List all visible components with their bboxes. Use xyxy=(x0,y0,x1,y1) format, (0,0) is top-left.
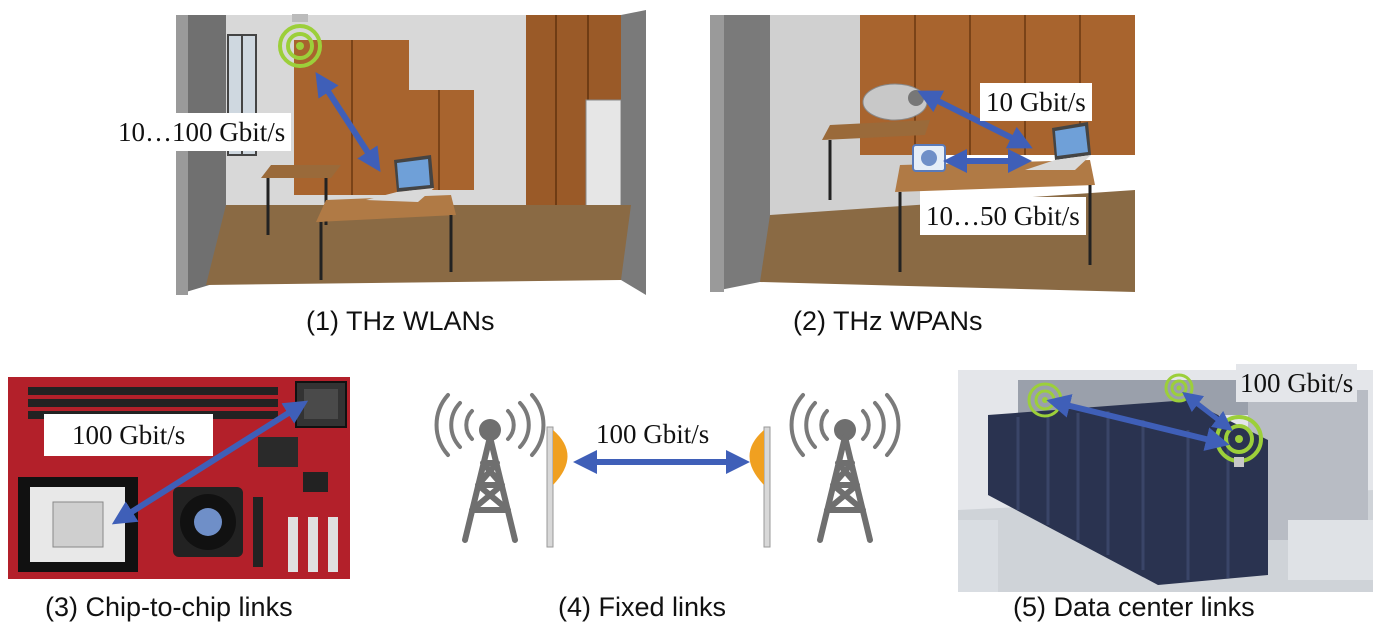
datacenter-caption: (5) Data center links xyxy=(1013,592,1255,622)
wpan-rate-label-disk: 10…50 Gbit/s xyxy=(920,197,1086,235)
right-antenna-tower-icon xyxy=(789,393,901,543)
datacenter-rate-label: 100 Gbit/s xyxy=(1236,364,1358,402)
left-antenna-tower-icon xyxy=(434,393,546,543)
wpan-rate-label-projector: 10 Gbit/s xyxy=(980,83,1092,121)
wpan-scene xyxy=(710,10,1135,292)
fixed-rate-label: 100 Gbit/s xyxy=(596,419,710,449)
fixed-caption: (4) Fixed links xyxy=(558,592,727,622)
chip-rate-label: 100 Gbit/s xyxy=(44,414,214,456)
motherboard-photo xyxy=(8,377,350,579)
wpan-caption: (2) THz WPANs xyxy=(793,306,983,336)
right-reflector-icon xyxy=(749,426,771,548)
rack-antenna-left-icon xyxy=(1027,382,1063,418)
wlan-caption: (1) THz WLANs xyxy=(306,306,495,336)
left-reflector-icon xyxy=(546,426,568,548)
access-point-icon xyxy=(278,14,322,68)
wlan-scene xyxy=(176,10,666,295)
rack-antenna-far-icon xyxy=(1164,373,1194,403)
chip-caption: (3) Chip-to-chip links xyxy=(45,592,293,622)
wlan-rate-label: 10…100 Gbit/s xyxy=(112,113,292,151)
rack-antenna-right-icon xyxy=(1215,415,1263,467)
fixed-links-diagram xyxy=(434,393,901,548)
